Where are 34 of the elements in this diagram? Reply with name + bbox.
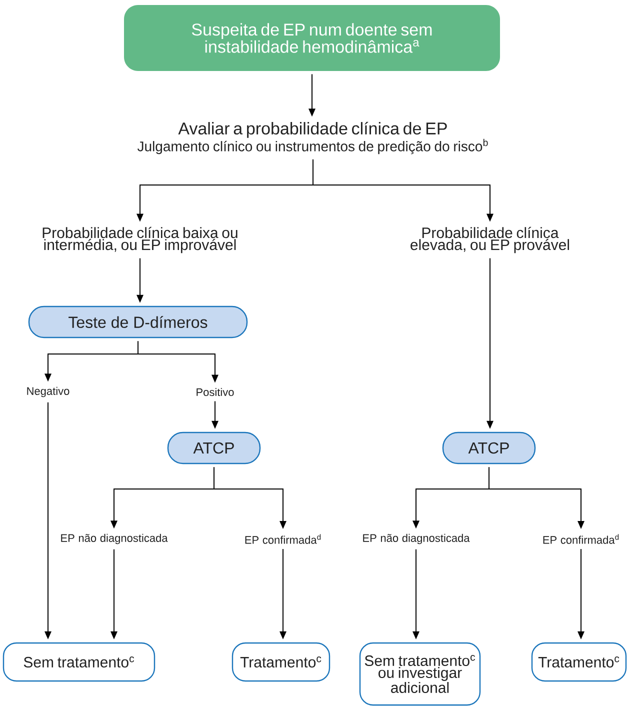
arrow xyxy=(214,488,286,529)
arrow xyxy=(138,354,218,383)
arrow xyxy=(412,488,490,529)
arrow xyxy=(44,402,52,640)
result-text: EP confirmada$^{d}$ xyxy=(543,534,619,544)
arrow xyxy=(212,400,218,429)
outcome-box: Tratamento$^{c}$ xyxy=(531,642,627,682)
arrow xyxy=(136,184,314,222)
start-box: Suspeita de EP num doente sem instabilidade hemodinâmica$^{a}$ xyxy=(124,5,500,71)
arrow xyxy=(280,548,286,640)
result-text: Negativo xyxy=(27,386,70,398)
test-box: ATCP xyxy=(442,432,536,464)
arrow xyxy=(110,488,214,529)
outcome-box: Sem tratamento$^{c}$ ou investigar adicional xyxy=(359,642,481,706)
outcome-box: Tratamento$^{c}$ xyxy=(232,642,330,682)
arrow xyxy=(412,548,420,640)
result-text: Positivo xyxy=(196,388,234,396)
result-text: EP não diagnosticada xyxy=(61,534,168,544)
outcome-box: Sem tratamento$^{c}$ xyxy=(2,642,156,682)
step-text: Avaliar a probabilidade clínica de EP Julgamento clínico ou instrumentos de predição do risco$^{b}$ xyxy=(137,122,488,154)
result-text: EP não diagnosticada xyxy=(363,534,470,544)
arrow xyxy=(136,258,144,303)
test-box: Teste de D-dímeros xyxy=(28,306,248,338)
arrow xyxy=(488,488,584,529)
arrow xyxy=(44,354,138,382)
test-box: ATCP xyxy=(167,432,261,464)
arrow xyxy=(308,74,316,117)
arrow xyxy=(578,548,584,640)
result-text: EP confirmada$^{d}$ xyxy=(245,534,321,544)
arrow xyxy=(486,258,494,429)
branch-text: Probabilidade clínica baixa ou intermédia, ou EP improvável xyxy=(42,226,238,254)
arrow xyxy=(110,548,118,640)
arrow xyxy=(312,184,494,222)
branch-text: Probabilidade clínica elevada, ou EP provável xyxy=(410,226,569,254)
